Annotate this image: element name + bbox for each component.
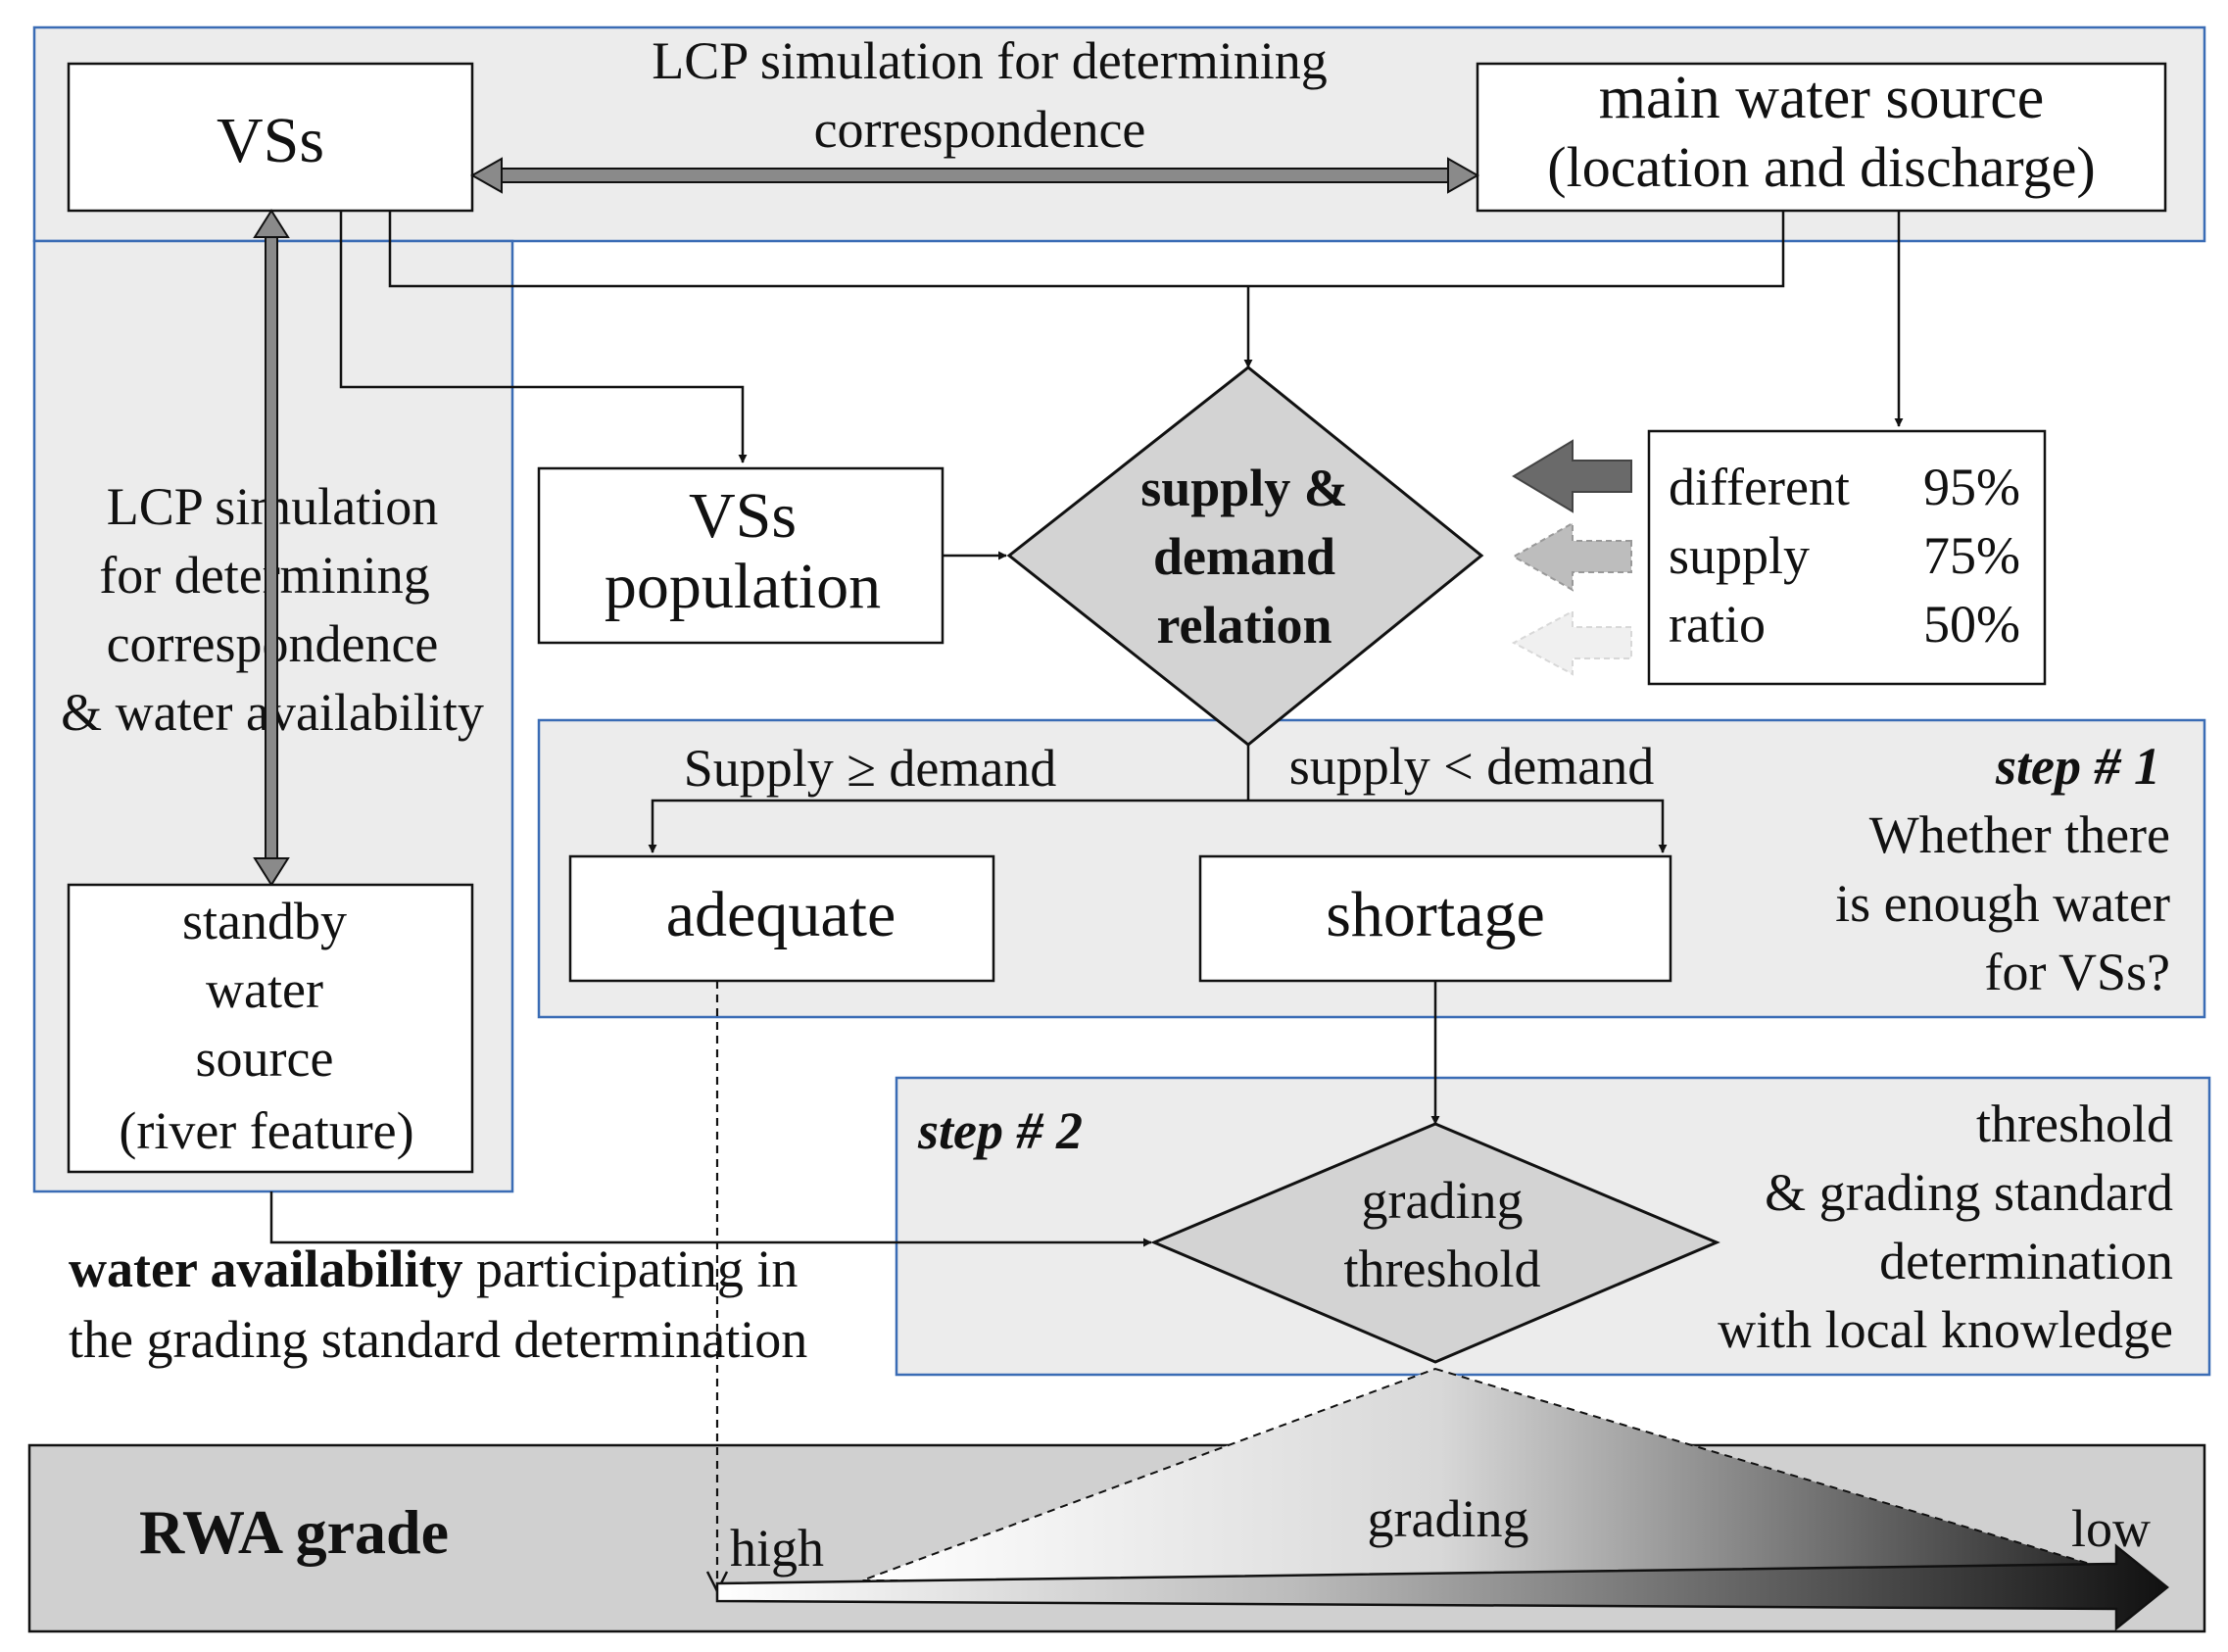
step2-desc-line2: & grading standard (1765, 1163, 2173, 1222)
branch-left-label: Supply ≥ demand (684, 739, 1057, 798)
ratio-value-3: 50% (1923, 595, 2020, 654)
ratio-value-2: 75% (1923, 526, 2020, 585)
grade-high-label: high (730, 1519, 824, 1578)
standby-line4: (river feature) (119, 1101, 413, 1160)
connector-vss-main (388, 211, 1785, 288)
step1-question-line3: for VSs? (1984, 943, 2170, 1001)
main-source-line2: (location and discharge) (1547, 135, 2095, 199)
step2-desc-line4: with local knowledge (1718, 1300, 2173, 1359)
arrow-availability-to-grading (269, 1191, 1152, 1247)
step1-title: step # 1 (1995, 737, 2160, 796)
grading-diamond-line2: threshold (1344, 1239, 1541, 1298)
grading-diamond-line1: grading (1362, 1171, 1524, 1230)
rwa-grade-title: RWA grade (139, 1497, 449, 1567)
ratio-arrow-50 (1511, 609, 1632, 676)
standby-line2: water (206, 960, 323, 1019)
branch-shortage (1248, 799, 1668, 853)
ratio-arrow-95 (1512, 439, 1632, 513)
standby-line1: standby (182, 892, 347, 950)
top-caption-line2: correspondence (814, 100, 1146, 159)
main-source-line1: main water source (1599, 65, 2044, 131)
adequate-box (568, 854, 995, 983)
ratio-arrow-75 (1511, 521, 1632, 592)
grade-grading-label: grading (1368, 1489, 1529, 1548)
supply-ratio-box (1647, 429, 2047, 686)
decision-line3: relation (1157, 596, 1332, 655)
left-double-arrow (253, 209, 290, 887)
availability-note-bold: water availability (69, 1239, 462, 1298)
grading-triangle (861, 1367, 2147, 1581)
grade-scale-arrow (715, 1543, 2169, 1631)
vss-box (67, 62, 474, 213)
top-caption-line1: LCP simulation for determining (652, 31, 1327, 90)
population-line1: VSs (689, 480, 797, 552)
arrow-to-population (339, 211, 748, 463)
shortage-box (1198, 854, 1672, 983)
standby-line3: source (196, 1029, 334, 1088)
branch-right-label: supply < demand (1289, 737, 1654, 796)
ratio-label-2: supply (1669, 526, 1810, 585)
branch-adequate (648, 799, 1248, 853)
step2-title: step # 2 (917, 1101, 1083, 1160)
grading-threshold-diamond (1150, 1122, 1720, 1364)
vss-label: VSs (217, 105, 324, 176)
step2-desc-line3: determination (1879, 1232, 2173, 1290)
step2-desc-line1: threshold (1976, 1094, 2173, 1153)
step1-question-line1: Whether there (1869, 805, 2170, 864)
availability-note-rest: participating in (462, 1239, 798, 1298)
main-water-source-box (1476, 62, 2167, 213)
top-double-arrow (469, 157, 1480, 194)
decision-line1: supply & (1140, 459, 1348, 517)
ratio-label-3: ratio (1669, 595, 1766, 654)
standby-water-source-box (67, 883, 474, 1174)
population-line2: population (605, 551, 881, 622)
availability-note-line1: water availability participating in (69, 1239, 798, 1298)
step1-question-line2: is enough water (1835, 874, 2170, 933)
grade-low-label: low (2071, 1499, 2151, 1558)
adequate-label: adequate (666, 879, 896, 950)
availability-note-line2: the grading standard determination (69, 1310, 807, 1369)
decision-line2: demand (1153, 527, 1335, 586)
ratio-label-1: different (1669, 458, 1850, 516)
ratio-value-1: 95% (1923, 458, 2020, 516)
shortage-label: shortage (1326, 879, 1545, 950)
